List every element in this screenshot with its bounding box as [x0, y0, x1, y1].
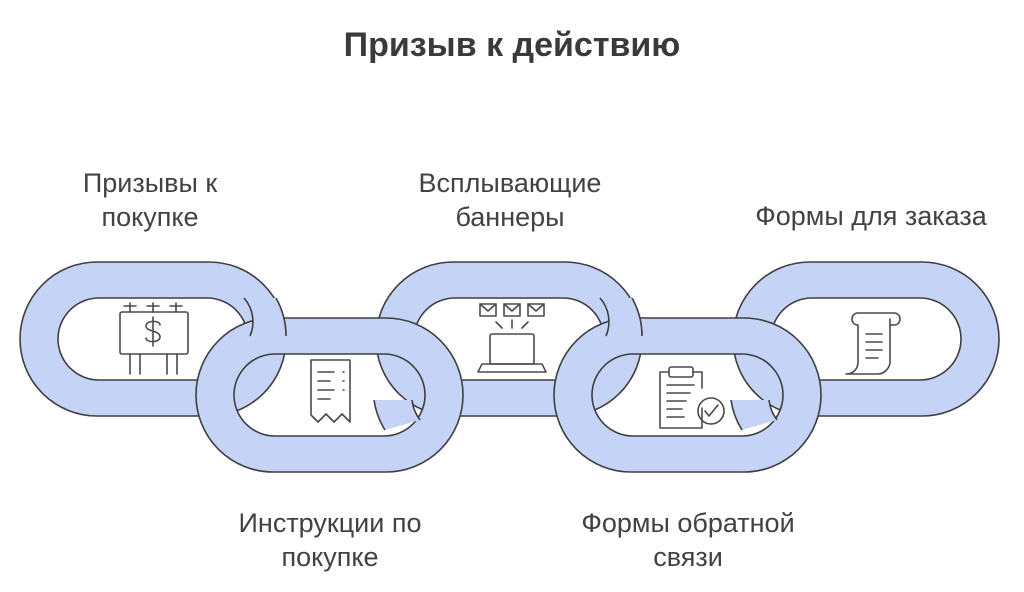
- label-item-5-line1: Формы для заказа: [755, 201, 987, 231]
- label-item-4-line1: Формы обратной: [581, 508, 795, 538]
- label-item-1: Призывы к покупке: [20, 166, 280, 234]
- label-item-2: Инструкции по покупке: [200, 506, 460, 574]
- label-item-2-line1: Инструкции по: [238, 508, 422, 538]
- label-item-4-line2: связи: [653, 542, 723, 572]
- label-item-3: Всплывающие баннеры: [370, 166, 650, 234]
- clipboard-check-icon: [659, 366, 725, 429]
- laptop-envelopes-icon: [477, 303, 547, 373]
- scroll-document-icon: [845, 312, 901, 375]
- page-title: Призыв к действию: [343, 26, 681, 64]
- chain-interlock-overlaps: [243, 297, 778, 431]
- label-item-3-line2: баннеры: [455, 202, 565, 232]
- label-item-1-line2: покупке: [101, 202, 199, 232]
- billboard-dollar-icon: [119, 302, 189, 375]
- label-item-3-line1: Всплывающие: [418, 168, 602, 198]
- receipt-icon: [310, 359, 351, 423]
- label-item-2-line2: покупке: [281, 542, 379, 572]
- label-item-5: Формы для заказа: [728, 199, 1014, 233]
- label-item-1-line1: Призывы к: [82, 168, 218, 198]
- label-item-4: Формы обратной связи: [548, 506, 828, 574]
